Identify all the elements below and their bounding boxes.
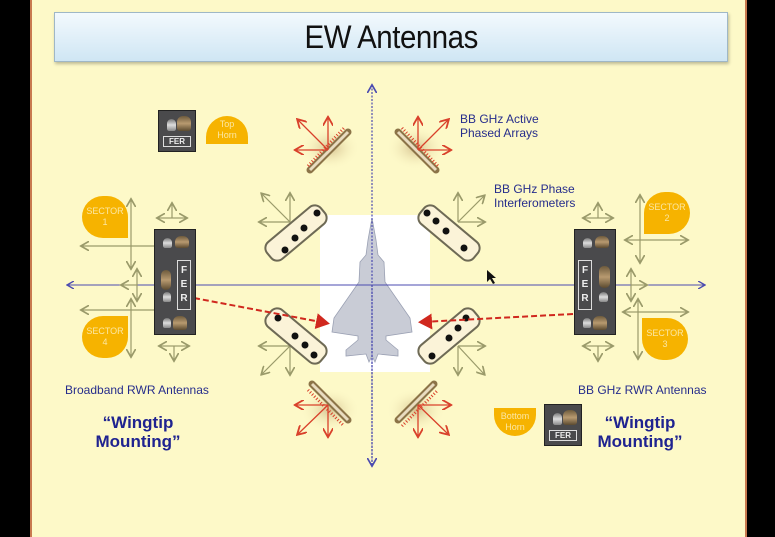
- sector-label: SECTOR: [86, 326, 124, 336]
- horn-antenna-icon: [553, 413, 562, 425]
- horn-antenna-icon: [593, 316, 607, 330]
- horn-antenna-icon: [175, 236, 189, 248]
- label-line: “Wingtip: [102, 413, 174, 432]
- horn-antenna-icon: [583, 318, 591, 328]
- horn-label: Horn: [217, 130, 237, 140]
- horn-antenna-icon: [163, 238, 172, 248]
- fer-letter: R: [581, 293, 589, 304]
- fer-letter: E: [180, 279, 188, 290]
- horn-antenna-icon: [161, 270, 171, 290]
- phased-array-top-right: [386, 118, 450, 174]
- label-phase-interferometers: BB GHz Phase Interferometers: [494, 182, 575, 210]
- label-wingtip-mounting-left: “Wingtip Mounting”: [88, 413, 188, 451]
- label-bb-ghz-rwr: BB GHz RWR Antennas: [578, 383, 707, 397]
- diagram-canvas: [32, 0, 749, 537]
- fer-letter: F: [581, 265, 589, 276]
- horn-label: Top: [219, 119, 235, 129]
- label-broadband-rwr: Broadband RWR Antennas: [65, 383, 209, 397]
- label-line: BB GHz Phase: [494, 182, 575, 196]
- horn-antenna-icon: [163, 318, 171, 328]
- label-line: “Wingtip: [604, 413, 676, 432]
- horn-antenna-icon: [599, 292, 608, 302]
- fer-module-bottom: FER: [544, 404, 582, 446]
- interferometer-bottom-left: [260, 307, 328, 374]
- sector-number: 3: [662, 339, 668, 349]
- fer-label: FER: [549, 430, 577, 441]
- horn-antenna-icon: [167, 119, 176, 131]
- sector-label: SECTOR: [648, 202, 686, 212]
- interferometer-bottom-right: [417, 307, 484, 374]
- horn-label: Horn: [505, 422, 525, 432]
- signal-line-right: [418, 313, 574, 330]
- interferometer-top-right: [417, 194, 484, 262]
- fer-letter: E: [581, 279, 589, 290]
- fer-letter: F: [180, 265, 188, 276]
- phased-array-bottom-right: [386, 380, 450, 436]
- sector-number: 1: [102, 217, 108, 227]
- phased-array-bottom-left: [296, 380, 360, 436]
- mouse-cursor-icon: [487, 270, 496, 284]
- horn-antenna-icon: [177, 116, 191, 131]
- phased-array-top-left: [296, 118, 360, 174]
- label-active-phased-arrays: BB GHz Active Phased Arrays: [460, 112, 539, 140]
- label-wingtip-mounting-right: “Wingtip Mounting”: [590, 413, 690, 451]
- horn-antenna-icon: [563, 410, 577, 425]
- horn-antenna-icon: [595, 236, 609, 248]
- sector-label: SECTOR: [646, 328, 684, 338]
- sector-label: SECTOR: [86, 206, 124, 216]
- title-bar: EW Antennas: [54, 12, 728, 62]
- label-line: BB GHz Active: [460, 112, 539, 126]
- label-line: Phased Arrays: [460, 126, 539, 140]
- horn-antenna-icon: [173, 316, 187, 330]
- slide: EW Antennas: [30, 0, 747, 537]
- fer-module-top: FER: [158, 110, 196, 152]
- interferometer-top-left: [260, 194, 328, 262]
- label-line: Mounting”: [95, 432, 181, 451]
- fer-label: FER: [163, 136, 191, 147]
- fer-letter: R: [180, 293, 188, 304]
- horn-antenna-icon: [163, 292, 171, 302]
- label-line: Mounting”: [597, 432, 683, 451]
- page-title: EW Antennas: [304, 18, 478, 55]
- signal-line-left: [193, 297, 330, 329]
- label-line: Interferometers: [494, 196, 576, 210]
- horn-antenna-icon: [583, 238, 592, 248]
- horn-label: Bottom: [500, 411, 530, 421]
- direction-arrows: [82, 196, 687, 360]
- horn-antenna-icon: [599, 266, 610, 288]
- sector-number: 2: [664, 213, 670, 223]
- sector-number: 4: [102, 337, 108, 347]
